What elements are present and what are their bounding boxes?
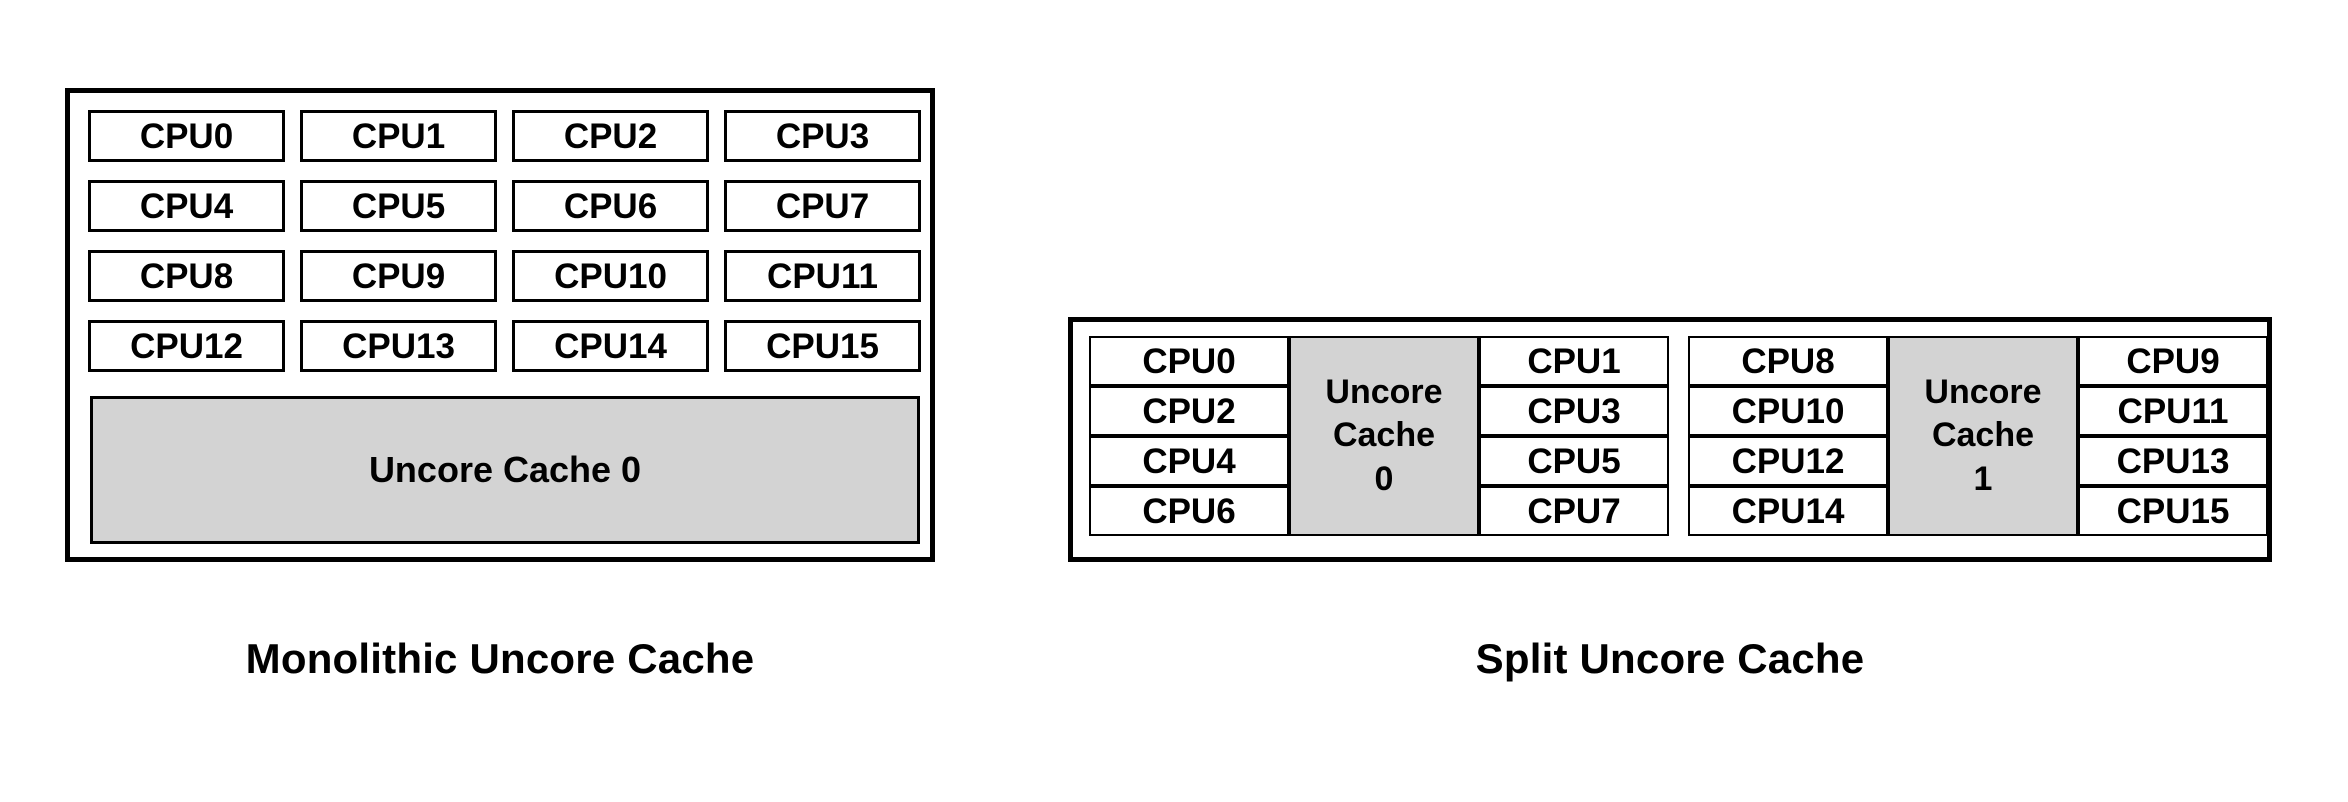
cpu-box: CPU9 bbox=[2078, 336, 2268, 386]
cpu-box: CPU2 bbox=[512, 110, 709, 162]
cpu-box: CPU10 bbox=[1688, 386, 1888, 436]
cpu-box: CPU13 bbox=[2078, 436, 2268, 486]
cpu-box: CPU7 bbox=[724, 180, 921, 232]
uncore-cache-line: Uncore bbox=[1325, 372, 1443, 411]
cpu-box: CPU15 bbox=[724, 320, 921, 372]
split-group: CPU8 Uncore Cache 1 CPU9 CPU10 CPU11 CPU… bbox=[1688, 336, 2268, 536]
uncore-cache-line: 1 bbox=[1973, 459, 1993, 498]
cpu-box: CPU8 bbox=[1688, 336, 1888, 386]
cpu-box: CPU15 bbox=[2078, 486, 2268, 536]
cpu-box: CPU12 bbox=[1688, 436, 1888, 486]
uncore-cache-line: Uncore bbox=[1924, 372, 2042, 411]
cpu-box: CPU5 bbox=[1479, 436, 1669, 486]
uncore-cache-box: Uncore Cache 1 bbox=[1888, 336, 2078, 536]
cpu-box: CPU5 bbox=[300, 180, 497, 232]
cpu-box: CPU12 bbox=[88, 320, 285, 372]
cpu-box: CPU6 bbox=[512, 180, 709, 232]
cpu-box: CPU1 bbox=[300, 110, 497, 162]
monolithic-figure-caption: Monolithic Uncore Cache bbox=[245, 635, 755, 682]
cpu-box: CPU7 bbox=[1479, 486, 1669, 536]
uncore-cache-line: Cache bbox=[1931, 416, 2035, 455]
cpu-box: CPU3 bbox=[1479, 386, 1669, 436]
cpu-box: CPU13 bbox=[300, 320, 497, 372]
monolithic-cpu-grid: CPU0 CPU1 CPU2 CPU3 CPU4 CPU5 CPU6 CPU7 … bbox=[88, 110, 922, 372]
uncore-cache-line: 0 bbox=[1374, 459, 1394, 498]
uncore-cache-line: Cache bbox=[1332, 416, 1436, 455]
cpu-box: CPU11 bbox=[724, 250, 921, 302]
cpu-box: CPU11 bbox=[2078, 386, 2268, 436]
split-figure-caption: Split Uncore Cache bbox=[1475, 635, 1865, 682]
cpu-box: CPU1 bbox=[1479, 336, 1669, 386]
cpu-box: CPU3 bbox=[724, 110, 921, 162]
cpu-box: CPU6 bbox=[1089, 486, 1289, 536]
cpu-box: CPU4 bbox=[88, 180, 285, 232]
split-package-outline: CPU0 Uncore Cache 0 CPU1 CPU2 CPU3 CPU4 … bbox=[1068, 317, 2272, 562]
cpu-box: CPU2 bbox=[1089, 386, 1289, 436]
uncore-cache-box: Uncore Cache 0 bbox=[1289, 336, 1479, 536]
cpu-box: CPU14 bbox=[512, 320, 709, 372]
cpu-box: CPU9 bbox=[300, 250, 497, 302]
cpu-box: CPU14 bbox=[1688, 486, 1888, 536]
cpu-box: CPU4 bbox=[1089, 436, 1289, 486]
cpu-box: CPU0 bbox=[88, 110, 285, 162]
cpu-box: CPU10 bbox=[512, 250, 709, 302]
monolithic-package-outline: CPU0 CPU1 CPU2 CPU3 CPU4 CPU5 CPU6 CPU7 … bbox=[65, 88, 935, 562]
split-groups-container: CPU0 Uncore Cache 0 CPU1 CPU2 CPU3 CPU4 … bbox=[1089, 336, 2268, 536]
cpu-box: CPU8 bbox=[88, 250, 285, 302]
cpu-box: CPU0 bbox=[1089, 336, 1289, 386]
split-group: CPU0 Uncore Cache 0 CPU1 CPU2 CPU3 CPU4 … bbox=[1089, 336, 1669, 536]
uncore-cache-box: Uncore Cache 0 bbox=[90, 396, 920, 544]
